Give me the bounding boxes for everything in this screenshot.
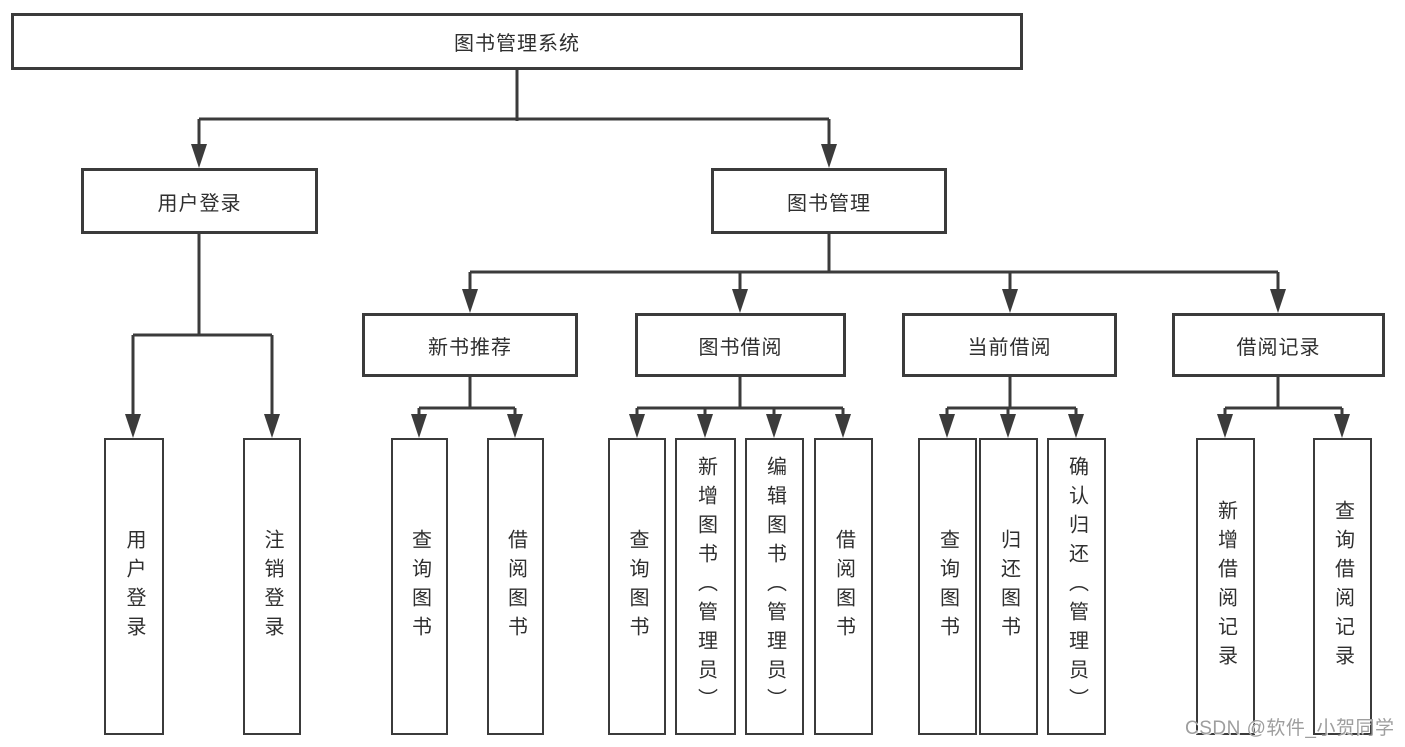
leaf-label: 注销登录 xyxy=(261,528,283,645)
leaf-label: 归还图书 xyxy=(997,528,1020,645)
leaf-label: 查询借阅记录 xyxy=(1331,499,1354,674)
leaf-label: 编辑图书（管理员） xyxy=(763,456,786,717)
leaf-label: 确认归还（管理员） xyxy=(1065,456,1088,717)
leaf-add-borrow-record: 新增借阅记录 xyxy=(1196,438,1255,735)
leaf-query-book-borrow: 查询图书 xyxy=(608,438,666,735)
node-current-borrow-label: 当前借阅 xyxy=(967,336,1052,359)
leaf-label: 用户登录 xyxy=(123,528,145,645)
node-borrow-records-label: 借阅记录 xyxy=(1236,336,1321,359)
leaf-label: 查询图书 xyxy=(408,528,431,645)
leaf-label: 借阅图书 xyxy=(504,528,527,645)
node-user-login-label: 用户登录 xyxy=(157,192,242,215)
leaf-user-login: 用户登录 xyxy=(104,438,164,735)
leaf-add-book-admin: 新增图书（管理员） xyxy=(675,438,736,735)
node-current-borrow: 当前借阅 xyxy=(902,313,1117,377)
leaf-borrow-book: 借阅图书 xyxy=(814,438,873,735)
node-book-management-label: 图书管理 xyxy=(787,192,871,215)
node-book-management: 图书管理 xyxy=(711,168,947,234)
node-user-login: 用户登录 xyxy=(81,168,318,234)
leaf-label: 查询图书 xyxy=(936,528,959,645)
leaf-label: 借阅图书 xyxy=(832,528,855,645)
node-root-label: 图书管理系统 xyxy=(454,33,580,55)
node-new-book-recommend: 新书推荐 xyxy=(362,313,578,377)
watermark: CSDN @软件_小贺同学 xyxy=(1185,718,1395,739)
node-root: 图书管理系统 xyxy=(11,13,1023,70)
node-book-borrow: 图书借阅 xyxy=(635,313,846,377)
node-new-book-recommend-label: 新书推荐 xyxy=(428,336,512,359)
leaf-query-book-recommend: 查询图书 xyxy=(391,438,448,735)
leaf-label: 新增图书（管理员） xyxy=(694,456,717,717)
leaf-query-book-current: 查询图书 xyxy=(918,438,977,735)
leaf-logout: 注销登录 xyxy=(243,438,301,735)
leaf-confirm-return-admin: 确认归还（管理员） xyxy=(1047,438,1106,735)
node-book-borrow-label: 图书借阅 xyxy=(698,336,783,359)
leaf-label: 新增借阅记录 xyxy=(1214,499,1237,674)
leaf-query-borrow-record: 查询借阅记录 xyxy=(1313,438,1372,735)
leaf-label: 查询图书 xyxy=(626,528,648,645)
leaf-edit-book-admin: 编辑图书（管理员） xyxy=(745,438,804,735)
leaf-borrow-book-recommend: 借阅图书 xyxy=(487,438,544,735)
leaf-return-book: 归还图书 xyxy=(979,438,1038,735)
node-borrow-records: 借阅记录 xyxy=(1172,313,1385,377)
